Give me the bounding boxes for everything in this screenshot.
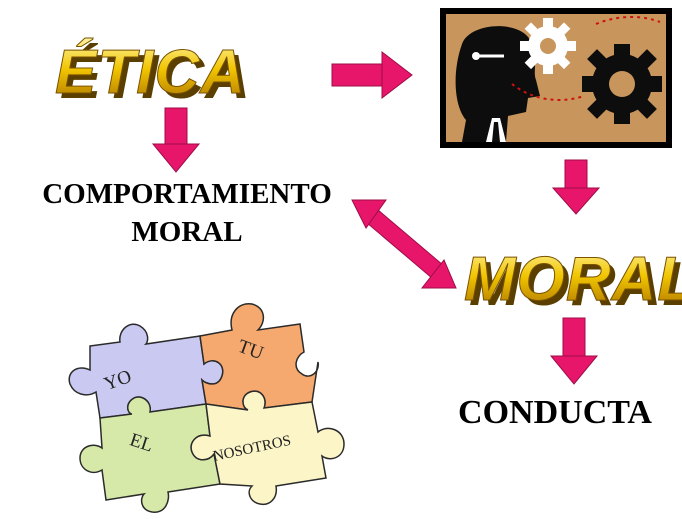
white-gear-icon bbox=[520, 18, 576, 74]
mind-gears-illustration bbox=[440, 8, 672, 148]
etica-title-shadow: ÉTICA bbox=[60, 43, 251, 112]
etica-title-text: ÉTICA bbox=[55, 38, 246, 107]
comportamiento-moral-label: COMPORTAMIENTO MORAL bbox=[6, 175, 368, 251]
arrow-comportamiento-moral-double bbox=[351, 199, 457, 289]
arrow-etica-to-image bbox=[331, 50, 413, 100]
moral-title: MORAL MORAL bbox=[464, 245, 682, 320]
comportamiento-line-2: MORAL bbox=[131, 216, 243, 248]
puzzle-piece-nosotros bbox=[190, 390, 345, 506]
arrow-image-to-moral bbox=[551, 159, 601, 215]
moral-title-shadow: MORAL bbox=[469, 250, 682, 319]
black-gear-icon bbox=[582, 44, 662, 124]
etica-title: ÉTICA ÉTICA bbox=[55, 38, 251, 113]
moral-title-text: MORAL bbox=[464, 245, 682, 314]
puzzle-graphic: YO TU EL NOSOTROS bbox=[68, 303, 345, 513]
comportamiento-line-1: COMPORTAMIENTO bbox=[42, 178, 332, 210]
conducta-label: CONDUCTA bbox=[458, 394, 652, 431]
arrow-moral-to-conducta bbox=[549, 317, 599, 385]
arrow-etica-to-comportamiento bbox=[151, 107, 201, 173]
